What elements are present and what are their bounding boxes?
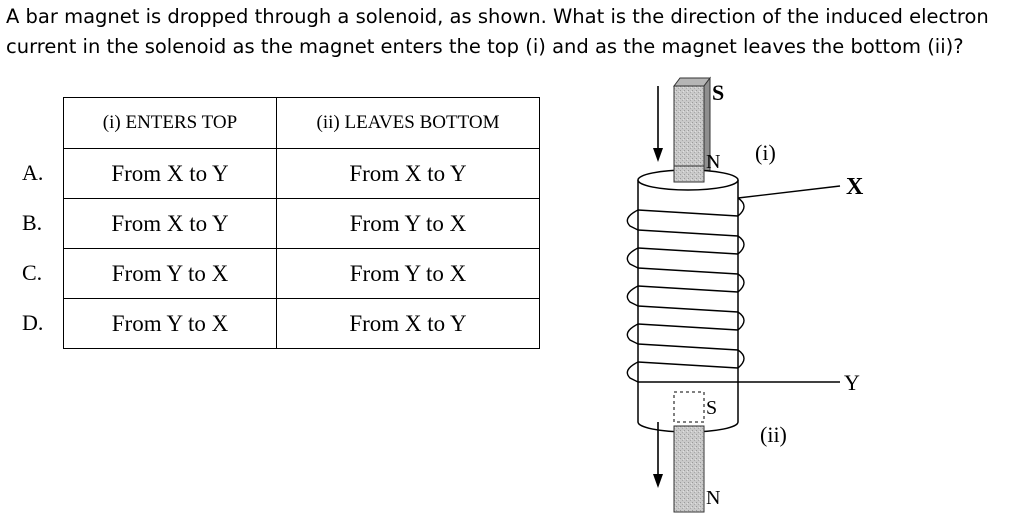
terminal-x-label: X [846,174,864,200]
option-label-c: C. [22,260,43,285]
cell-enters: From X to Y [63,148,277,199]
cell-leaves: From X to Y [276,298,540,349]
cell-leaves: From Y to X [276,248,540,299]
terminal-y-label: Y [844,370,860,395]
bottom-bar-magnet [673,425,705,513]
header-leaves-bottom: (ii) LEAVES BOTTOM [276,97,540,149]
header-enters-top: (i) ENTERS TOP [63,97,277,149]
bottom-pole-s-label: S [706,397,717,419]
lead-wire-x [737,185,841,199]
table-row: From X to Y From X to Y [63,148,540,199]
option-label-d: D. [22,310,44,335]
option-label-a: A. [22,160,44,185]
solenoid-diagram: S N (i) X Y S [626,76,864,513]
table-row: From X to Y From Y to X [63,198,540,249]
cell-leaves: From Y to X [276,198,540,249]
bottom-pole-n-label: N [706,487,720,509]
top-pole-s-label: S [712,80,724,105]
arrow-down-bottom-icon [653,422,663,488]
label-ii: (ii) [760,422,787,447]
top-pole-n-label: N [706,151,720,173]
option-label-b: B. [22,210,43,235]
answer-table: (i) ENTERS TOP (ii) LEAVES BOTTOM From X… [63,97,540,349]
question-line-1: A bar magnet is dropped through a soleno… [6,5,989,28]
question-text: A bar magnet is dropped through a soleno… [6,2,1014,62]
cell-enters: From Y to X [63,248,277,299]
table-row: From Y to X From Y to X [63,248,540,299]
solenoid-coils [626,197,745,383]
arrow-down-top-icon [653,86,663,162]
question-line-2: current in the solenoid as the magnet en… [6,35,964,58]
label-i: (i) [755,140,776,165]
cell-enters: From X to Y [63,198,277,249]
cell-leaves: From X to Y [276,148,540,199]
table-header-row: (i) ENTERS TOP (ii) LEAVES BOTTOM [63,97,540,149]
hidden-magnet-outline [673,391,705,423]
option-labels: A. B. C. D. [22,148,62,348]
cell-enters: From Y to X [63,298,277,349]
table-row: From Y to X From X to Y [63,298,540,349]
solenoid-cylinder [637,169,739,433]
